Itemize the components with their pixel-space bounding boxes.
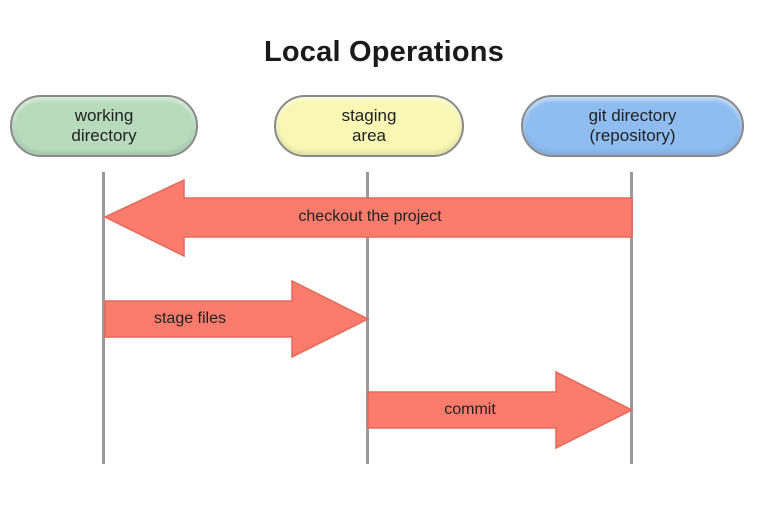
working-directory-label-line2: directory: [71, 126, 137, 145]
stage-files-arrow: [104, 279, 370, 359]
stage-files-arrow-label: stage files: [153, 310, 227, 327]
working-directory-label-line1: working: [74, 106, 134, 125]
checkout-arrow: [103, 178, 633, 258]
commit-arrow-label: commit: [444, 401, 496, 418]
git-directory-node: git directory (repository): [521, 95, 744, 157]
git-directory-label-line2: (repository): [589, 126, 676, 145]
staging-area-node: staging area: [274, 95, 464, 157]
checkout-arrow-label: checkout the project: [298, 208, 442, 225]
git-directory-lifeline: [630, 172, 633, 464]
diagram-title: Local Operations: [263, 36, 505, 68]
working-directory-node: working directory: [10, 95, 198, 157]
working-directory-lifeline: [102, 172, 105, 464]
git-directory-label-line1: git directory: [588, 106, 677, 125]
staging-area-label-line2: area: [351, 126, 386, 145]
commit-arrow: [367, 370, 634, 450]
staging-area-label-line1: staging: [341, 106, 397, 125]
